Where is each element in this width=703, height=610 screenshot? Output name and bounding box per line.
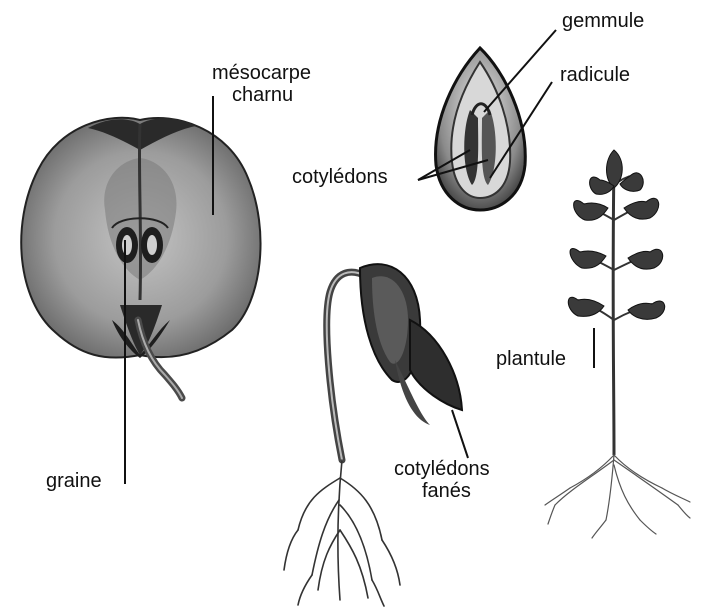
label-radicule: radicule [560, 64, 630, 86]
seedling-roots [284, 460, 400, 606]
label-cotyledons-fanes: cotylédons fanés [394, 458, 490, 502]
germinating-seedling [284, 264, 462, 606]
label-plantule: plantule [496, 348, 566, 370]
label-cotyledons-fanes-line2: fanés [394, 480, 490, 502]
label-mesocarpe: mésocarpe charnu [212, 62, 311, 106]
plant-leaves [568, 150, 664, 319]
seed-section [436, 48, 526, 210]
label-cotyledons: cotylédons [292, 166, 388, 188]
young-plant [545, 150, 690, 538]
label-graine: graine [46, 470, 102, 492]
label-mesocarpe-line1: mésocarpe [212, 62, 311, 84]
plant-roots [545, 455, 690, 538]
leader-cotyledons-fanes [452, 410, 468, 458]
fruit-section [21, 118, 260, 398]
label-gemmule: gemmule [562, 10, 644, 32]
label-cotyledons-fanes-line1: cotylédons [394, 458, 490, 480]
label-mesocarpe-line2: charnu [212, 84, 311, 106]
withered-cotyledon-2 [410, 320, 462, 410]
